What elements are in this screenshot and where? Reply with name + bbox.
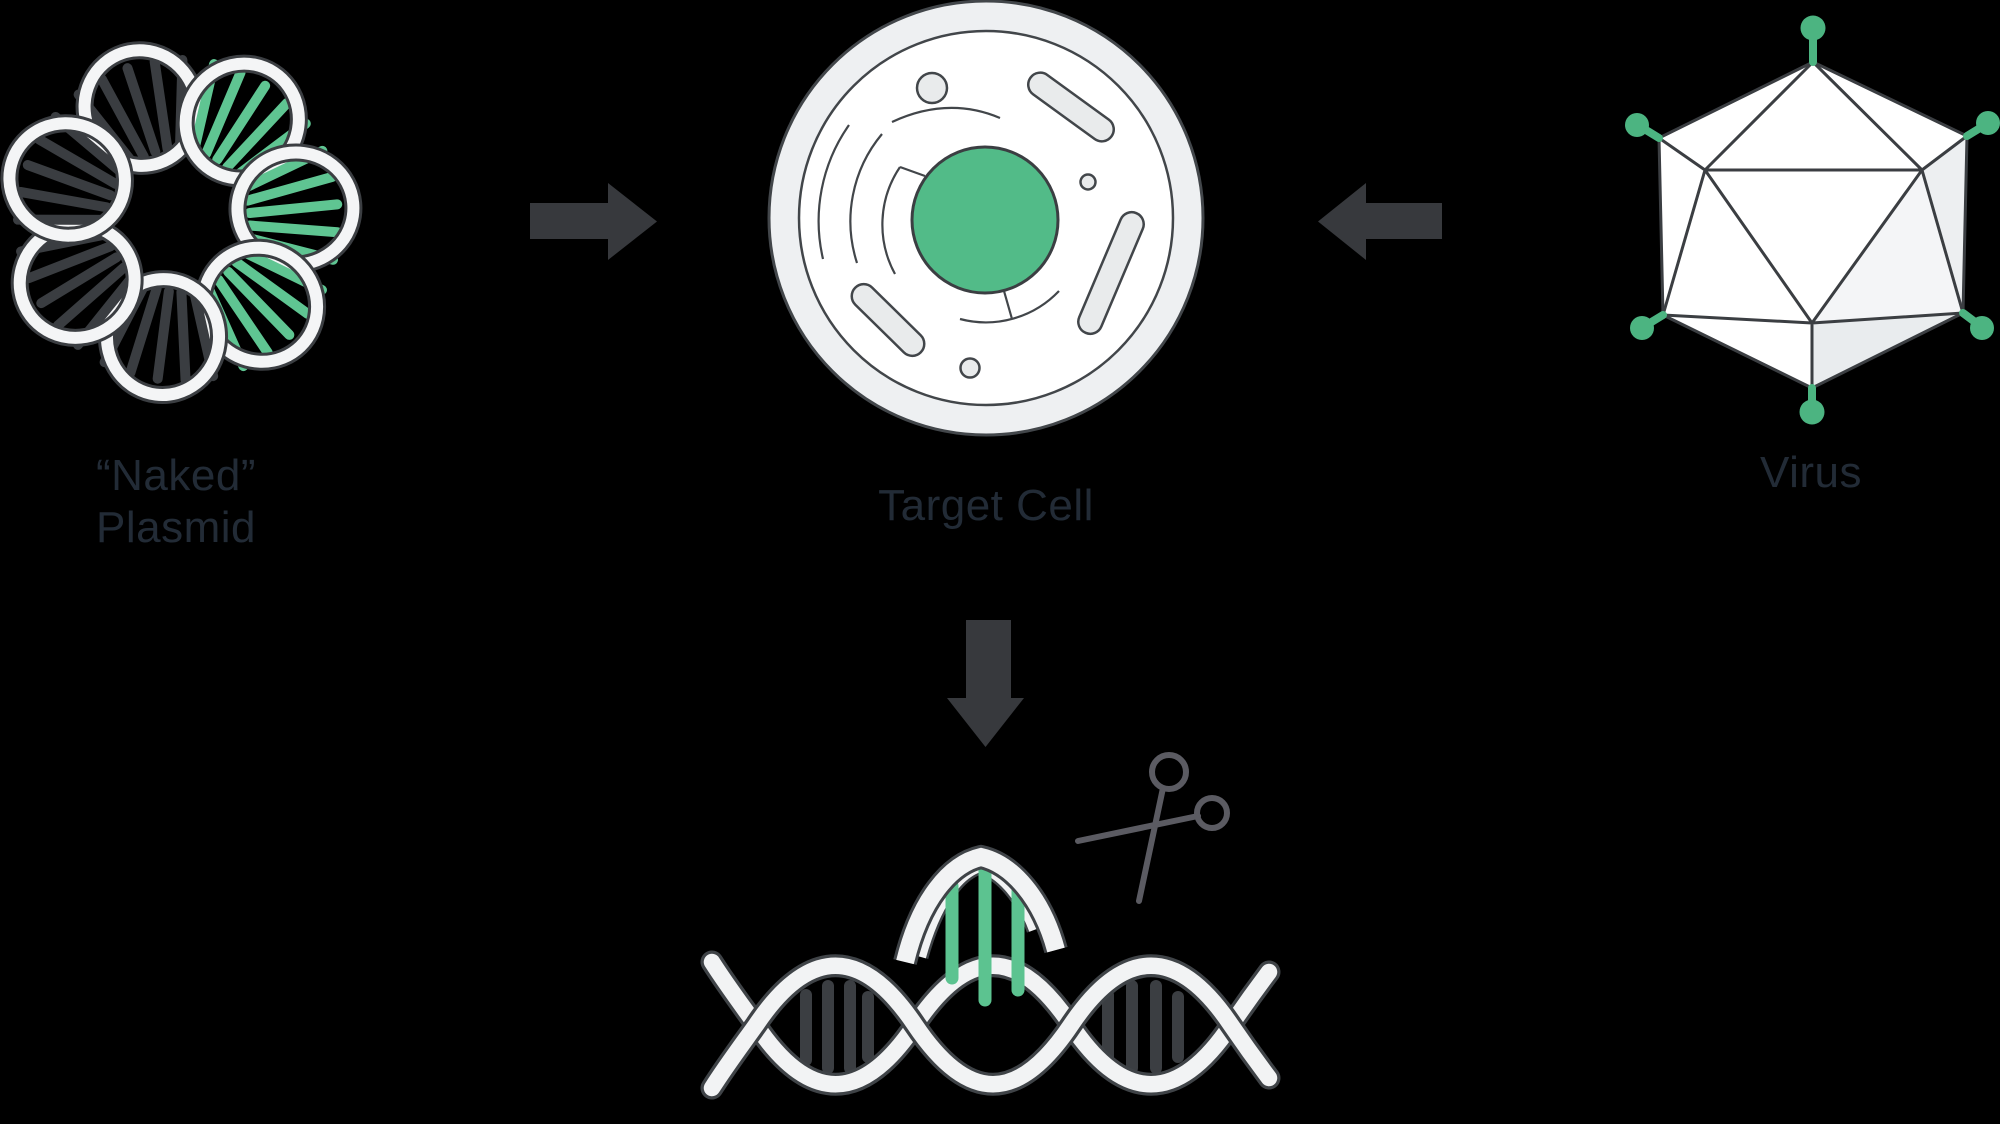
cell-nucleus — [910, 145, 1060, 295]
virus-label: Virus — [1760, 448, 1862, 497]
spike-knob — [1799, 399, 1825, 425]
plasmid-label-line2: Plasmid — [96, 503, 256, 552]
spike-knob — [1630, 316, 1654, 340]
target-cell-label: Target Cell — [878, 481, 1094, 530]
spike-knob — [1800, 15, 1826, 41]
plasmid-icon — [0, 35, 359, 401]
organelle-capsule — [850, 282, 926, 358]
endoplasmic-reticulum-arcs — [817, 106, 1060, 324]
organelle-capsule — [1027, 71, 1115, 143]
vesicle — [959, 357, 981, 379]
capsid-shaded-face — [1812, 170, 1963, 323]
scissors-blade — [1136, 785, 1166, 904]
dna-insert-icon — [893, 844, 1068, 1007]
dna-helix-icon — [700, 950, 1281, 1100]
arrow-left-icon — [1318, 183, 1442, 260]
scissors-ring — [1194, 795, 1230, 831]
target-cell-icon — [767, 0, 1205, 437]
vesicle — [1079, 173, 1097, 191]
arrow-down-icon — [947, 620, 1024, 747]
dna-base-pairs — [800, 980, 1184, 1074]
plasmid-label-line1: “Naked” — [96, 451, 256, 500]
arrow-right-icon — [530, 183, 657, 260]
spike-knob — [1976, 111, 2000, 135]
capsid-facet-lines — [1657, 60, 1969, 390]
spike-knob — [1970, 316, 1994, 340]
scissors-icon — [1075, 752, 1230, 904]
virus-spikes — [1625, 15, 2000, 425]
plasmid-label: “Naked” Plasmid — [6, 450, 346, 554]
scissors-ring — [1149, 752, 1189, 792]
organelle-capsule — [1077, 210, 1145, 336]
capsid-shaded-face — [1922, 136, 1967, 313]
scissors-blade — [1075, 813, 1201, 844]
virus-icon — [1625, 15, 2000, 425]
spike-knob — [1625, 113, 1649, 137]
vesicle — [915, 71, 949, 105]
